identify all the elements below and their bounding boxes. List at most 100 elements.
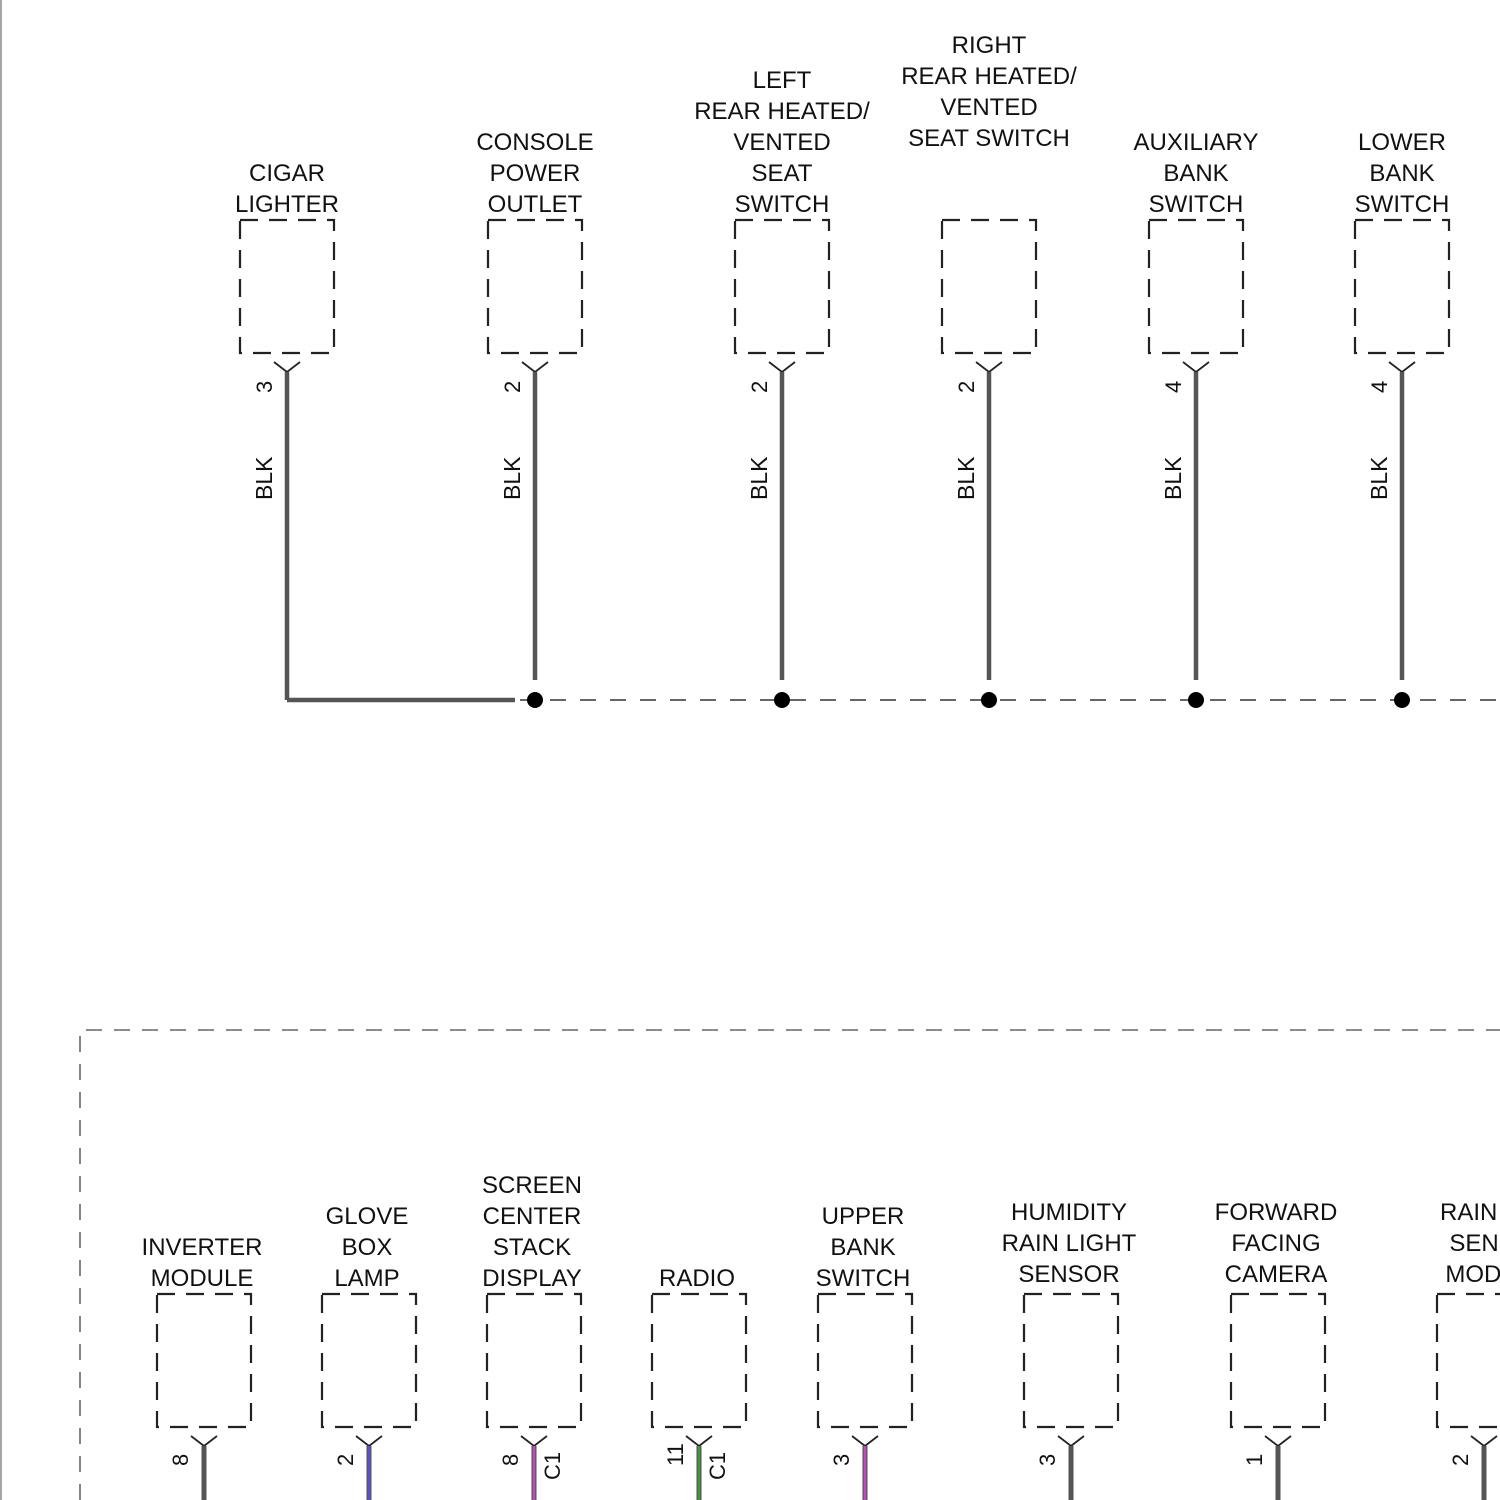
- upper-bank-switch: UPPER BANK SWITCH 3: [816, 1203, 912, 1500]
- radio: RADIO 11 C1: [652, 1265, 746, 1500]
- auxiliary-bank-switch-wire-color: BLK: [1160, 456, 1186, 500]
- right-rear-heated-vented-seat-switch-label: VENTED: [940, 94, 1037, 121]
- right-rear-heated-vented-seat-switch-label: RIGHT: [952, 32, 1027, 59]
- glove-box-lamp-label: GLOVE: [326, 1203, 409, 1230]
- screen-center-stack-display-label: CENTER: [483, 1203, 582, 1230]
- console-power-outlet-connector-fork: [522, 362, 548, 372]
- rain-light-sensor-module-box: [1437, 1294, 1500, 1427]
- left-rear-heated-vented-seat-switch-splice-dot: [774, 692, 790, 708]
- radio-box: [652, 1294, 746, 1427]
- forward-facing-camera-box: [1231, 1294, 1325, 1427]
- cigar-lighter-connector-fork: [274, 362, 300, 372]
- left-rear-heated-vented-seat-switch-wire-color: BLK: [746, 456, 772, 500]
- right-rear-heated-vented-seat-switch-box: [942, 220, 1036, 353]
- auxiliary-bank-switch-label: BANK: [1163, 160, 1228, 187]
- console-power-outlet-splice-dot: [527, 692, 543, 708]
- lower-bank-switch-wire-color: BLK: [1366, 456, 1392, 500]
- screen-center-stack-display-connector-id: C1: [540, 1452, 565, 1480]
- radio-pin-number: 11: [663, 1443, 688, 1466]
- lower-bank-switch-splice-dot: [1394, 692, 1410, 708]
- screen-center-stack-display-pin-number: 8: [498, 1454, 523, 1466]
- rain-light-sensor-module-connector-fork: [1471, 1436, 1497, 1446]
- left-rear-heated-vented-seat-switch-pin-number: 2: [747, 381, 772, 393]
- rain-light-sensor-module-label: RAIN LI: [1440, 1199, 1500, 1226]
- cigar-lighter-box: [240, 220, 334, 353]
- inverter-module-pin-number: 8: [168, 1454, 193, 1466]
- cigar-lighter-label: CIGAR: [249, 160, 325, 187]
- right-rear-heated-vented-seat-switch-connector-fork: [976, 362, 1002, 372]
- lower-bank-switch-pin-number: 4: [1367, 381, 1392, 393]
- screen-center-stack-display-box: [487, 1294, 581, 1427]
- left-rear-heated-vented-seat-switch-label: VENTED: [733, 129, 830, 156]
- humidity-rain-light-sensor-pin-number: 3: [1035, 1454, 1060, 1466]
- console-power-outlet-wire-color: BLK: [499, 456, 525, 500]
- radio-connector-id: C1: [705, 1452, 730, 1480]
- inverter-module-connector-fork: [191, 1436, 217, 1446]
- rain-light-sensor-module: RAIN LI SENS MODU 2: [1437, 1199, 1500, 1500]
- rain-light-sensor-module-label: MODU: [1445, 1261, 1500, 1288]
- upper-bank-switch-label: SWITCH: [816, 1265, 911, 1292]
- glove-box-lamp: GLOVE BOX LAMP 2: [322, 1203, 416, 1500]
- lower-bank-switch-label: SWITCH: [1355, 191, 1450, 218]
- auxiliary-bank-switch-label: AUXILIARY: [1134, 129, 1259, 156]
- glove-box-lamp-label: LAMP: [334, 1265, 399, 1292]
- glove-box-lamp-pin-number: 2: [333, 1454, 358, 1466]
- cigar-lighter-label: LIGHTER: [235, 191, 339, 218]
- cigar-lighter-wire-color: BLK: [251, 456, 277, 500]
- right-rear-heated-vented-seat-switch-wire-color: BLK: [953, 456, 979, 500]
- forward-facing-camera-label: FACING: [1231, 1230, 1320, 1257]
- lower-bank-switch-label: LOWER: [1358, 129, 1446, 156]
- right-rear-heated-vented-seat-switch-label: SEAT SWITCH: [908, 125, 1070, 152]
- forward-facing-camera-label: CAMERA: [1225, 1261, 1328, 1288]
- lower-bank-switch-label: BANK: [1369, 160, 1434, 187]
- console-power-outlet-label: OUTLET: [488, 191, 583, 218]
- upper-bank-switch-label: BANK: [830, 1234, 895, 1261]
- left-rear-heated-vented-seat-switch-label: LEFT: [753, 67, 812, 94]
- glove-box-lamp-box: [322, 1294, 416, 1427]
- upper-bank-switch-connector-fork: [852, 1436, 878, 1446]
- upper-bank-switch-box: [818, 1294, 912, 1427]
- screen-center-stack-display-connector-fork: [521, 1436, 547, 1446]
- left-rear-heated-vented-seat-switch-label: REAR HEATED/: [694, 98, 870, 125]
- radio-label: RADIO: [659, 1265, 735, 1292]
- auxiliary-bank-switch-label: SWITCH: [1149, 191, 1244, 218]
- upper-bank-switch-label: UPPER: [822, 1203, 905, 1230]
- top-row-components: CIGARLIGHTER3BLKCONSOLEPOWEROUTLET2BLKLE…: [235, 32, 1449, 708]
- humidity-rain-light-sensor-label: SENSOR: [1018, 1261, 1119, 1288]
- glove-box-lamp-label: BOX: [342, 1234, 393, 1261]
- left-rear-heated-vented-seat-switch-box: [735, 220, 829, 353]
- inverter-module-box: [157, 1294, 251, 1427]
- auxiliary-bank-switch-box: [1149, 220, 1243, 353]
- console-power-outlet-pin-number: 2: [500, 381, 525, 393]
- humidity-rain-light-sensor-connector-fork: [1058, 1436, 1084, 1446]
- lower-bank-switch-box: [1355, 220, 1449, 353]
- rain-light-sensor-module-label: SENS: [1449, 1230, 1500, 1257]
- console-power-outlet-label: CONSOLE: [476, 129, 593, 156]
- forward-facing-camera-label: FORWARD: [1215, 1199, 1338, 1226]
- rain-light-sensor-module-pin-number: 2: [1448, 1454, 1473, 1466]
- upper-bank-switch-pin-number: 3: [829, 1454, 854, 1466]
- left-rear-heated-vented-seat-switch-label: SWITCH: [735, 191, 830, 218]
- auxiliary-bank-switch-connector-fork: [1183, 362, 1209, 372]
- console-power-outlet-label: POWER: [490, 160, 581, 187]
- console-power-outlet-box: [488, 220, 582, 353]
- cigar-lighter-pin-number: 3: [252, 381, 277, 393]
- right-rear-heated-vented-seat-switch-pin-number: 2: [954, 381, 979, 393]
- screen-center-stack-display-label: SCREEN: [482, 1172, 582, 1199]
- lower-bank-switch-connector-fork: [1389, 362, 1415, 372]
- humidity-rain-light-sensor-label: RAIN LIGHT: [1002, 1230, 1137, 1257]
- forward-facing-camera-connector-fork: [1265, 1436, 1291, 1446]
- left-rear-heated-vented-seat-switch-label: SEAT: [752, 160, 813, 187]
